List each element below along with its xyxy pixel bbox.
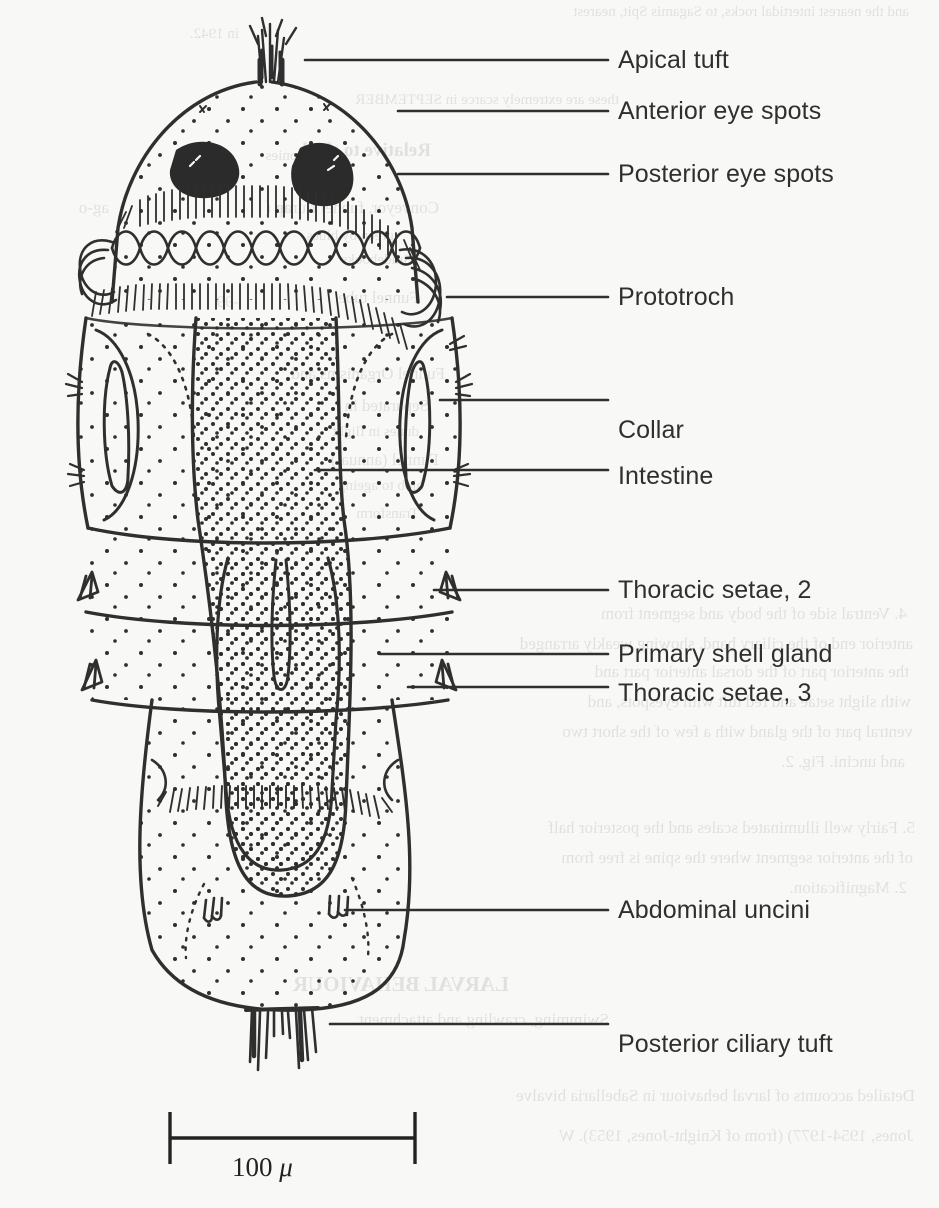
label-abdominal-uncini: Abdominal uncini [618, 896, 810, 924]
label-thoracic-setae-3: Thoracic setae, 3 [618, 679, 812, 707]
collar-lobes [94, 328, 444, 522]
anterior-ciliary-band [115, 185, 421, 271]
label-posterior-eye-spots: Posterior eye spots [618, 160, 834, 188]
scale-bar-unit: μ [279, 1152, 293, 1182]
posterior-ciliary-tuft-shape [248, 1006, 318, 1072]
scale-bar-caption: 100 μ [232, 1152, 293, 1183]
label-posterior-ciliary-tuft: Posterior ciliary tuft [618, 1030, 833, 1058]
label-thoracic-setae-2: Thoracic setae, 2 [618, 576, 812, 604]
abdominal-ciliary-band [157, 785, 393, 819]
lateral-slit-organs [102, 360, 432, 494]
apical-tuft-shape [248, 16, 298, 84]
label-prototroch: Prototroch [618, 283, 735, 311]
thoracic-setae-2-shape [76, 570, 462, 602]
label-primary-shell-gland: Primary shell gland [618, 640, 833, 668]
prototroch-shape [77, 230, 443, 328]
scale-bar-value: 100 [232, 1152, 273, 1182]
label-intestine: Intestine [618, 462, 714, 490]
label-anterior-eye-spots: Anterior eye spots [618, 97, 822, 125]
eye-spots [169, 141, 354, 207]
label-apical-tuft: Apical tuft [618, 46, 729, 74]
metatroch-band [91, 283, 408, 350]
abdominal-uncini-shape [202, 894, 350, 923]
label-collar: Collar [618, 416, 684, 444]
